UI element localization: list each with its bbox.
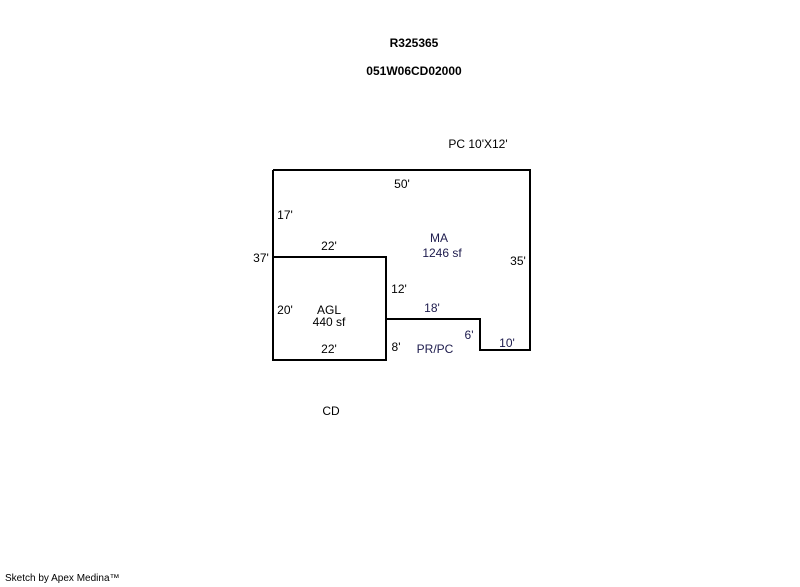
pr-pc-label: PR/PC (416, 342, 454, 356)
agl-outline (273, 256, 387, 319)
ma-area: 1246 sf (422, 246, 462, 260)
dim-bottom-right: 10' (499, 336, 515, 350)
dim-step-horizontal: 18' (424, 301, 440, 315)
pc-label: PC 10'X12' (448, 137, 508, 151)
dim-left-upper: 17' (277, 208, 293, 222)
agl-label: AGL (316, 303, 342, 317)
dim-step-vertical: 6' (464, 328, 474, 342)
account-number: R325365 (389, 36, 439, 50)
map-tax-lot: 051W06CD02000 (366, 64, 462, 78)
dim-agl-left: 20' (277, 303, 293, 317)
agl-area: 440 sf (312, 315, 346, 329)
dim-mid-vertical: 12' (391, 282, 407, 296)
dim-right: 35' (510, 254, 526, 268)
ma-label: MA (430, 231, 448, 245)
dim-agl-top: 22' (321, 239, 337, 253)
main-area-outline (272, 169, 531, 361)
dim-lower-vertical: 8' (391, 340, 401, 354)
cd-label: CD (322, 404, 340, 418)
dim-top: 50' (394, 177, 410, 191)
dim-agl-bottom: 22' (321, 342, 337, 356)
footer-credit: Sketch by Apex Medina™ (5, 573, 120, 584)
dim-left-total: 37' (253, 251, 269, 265)
